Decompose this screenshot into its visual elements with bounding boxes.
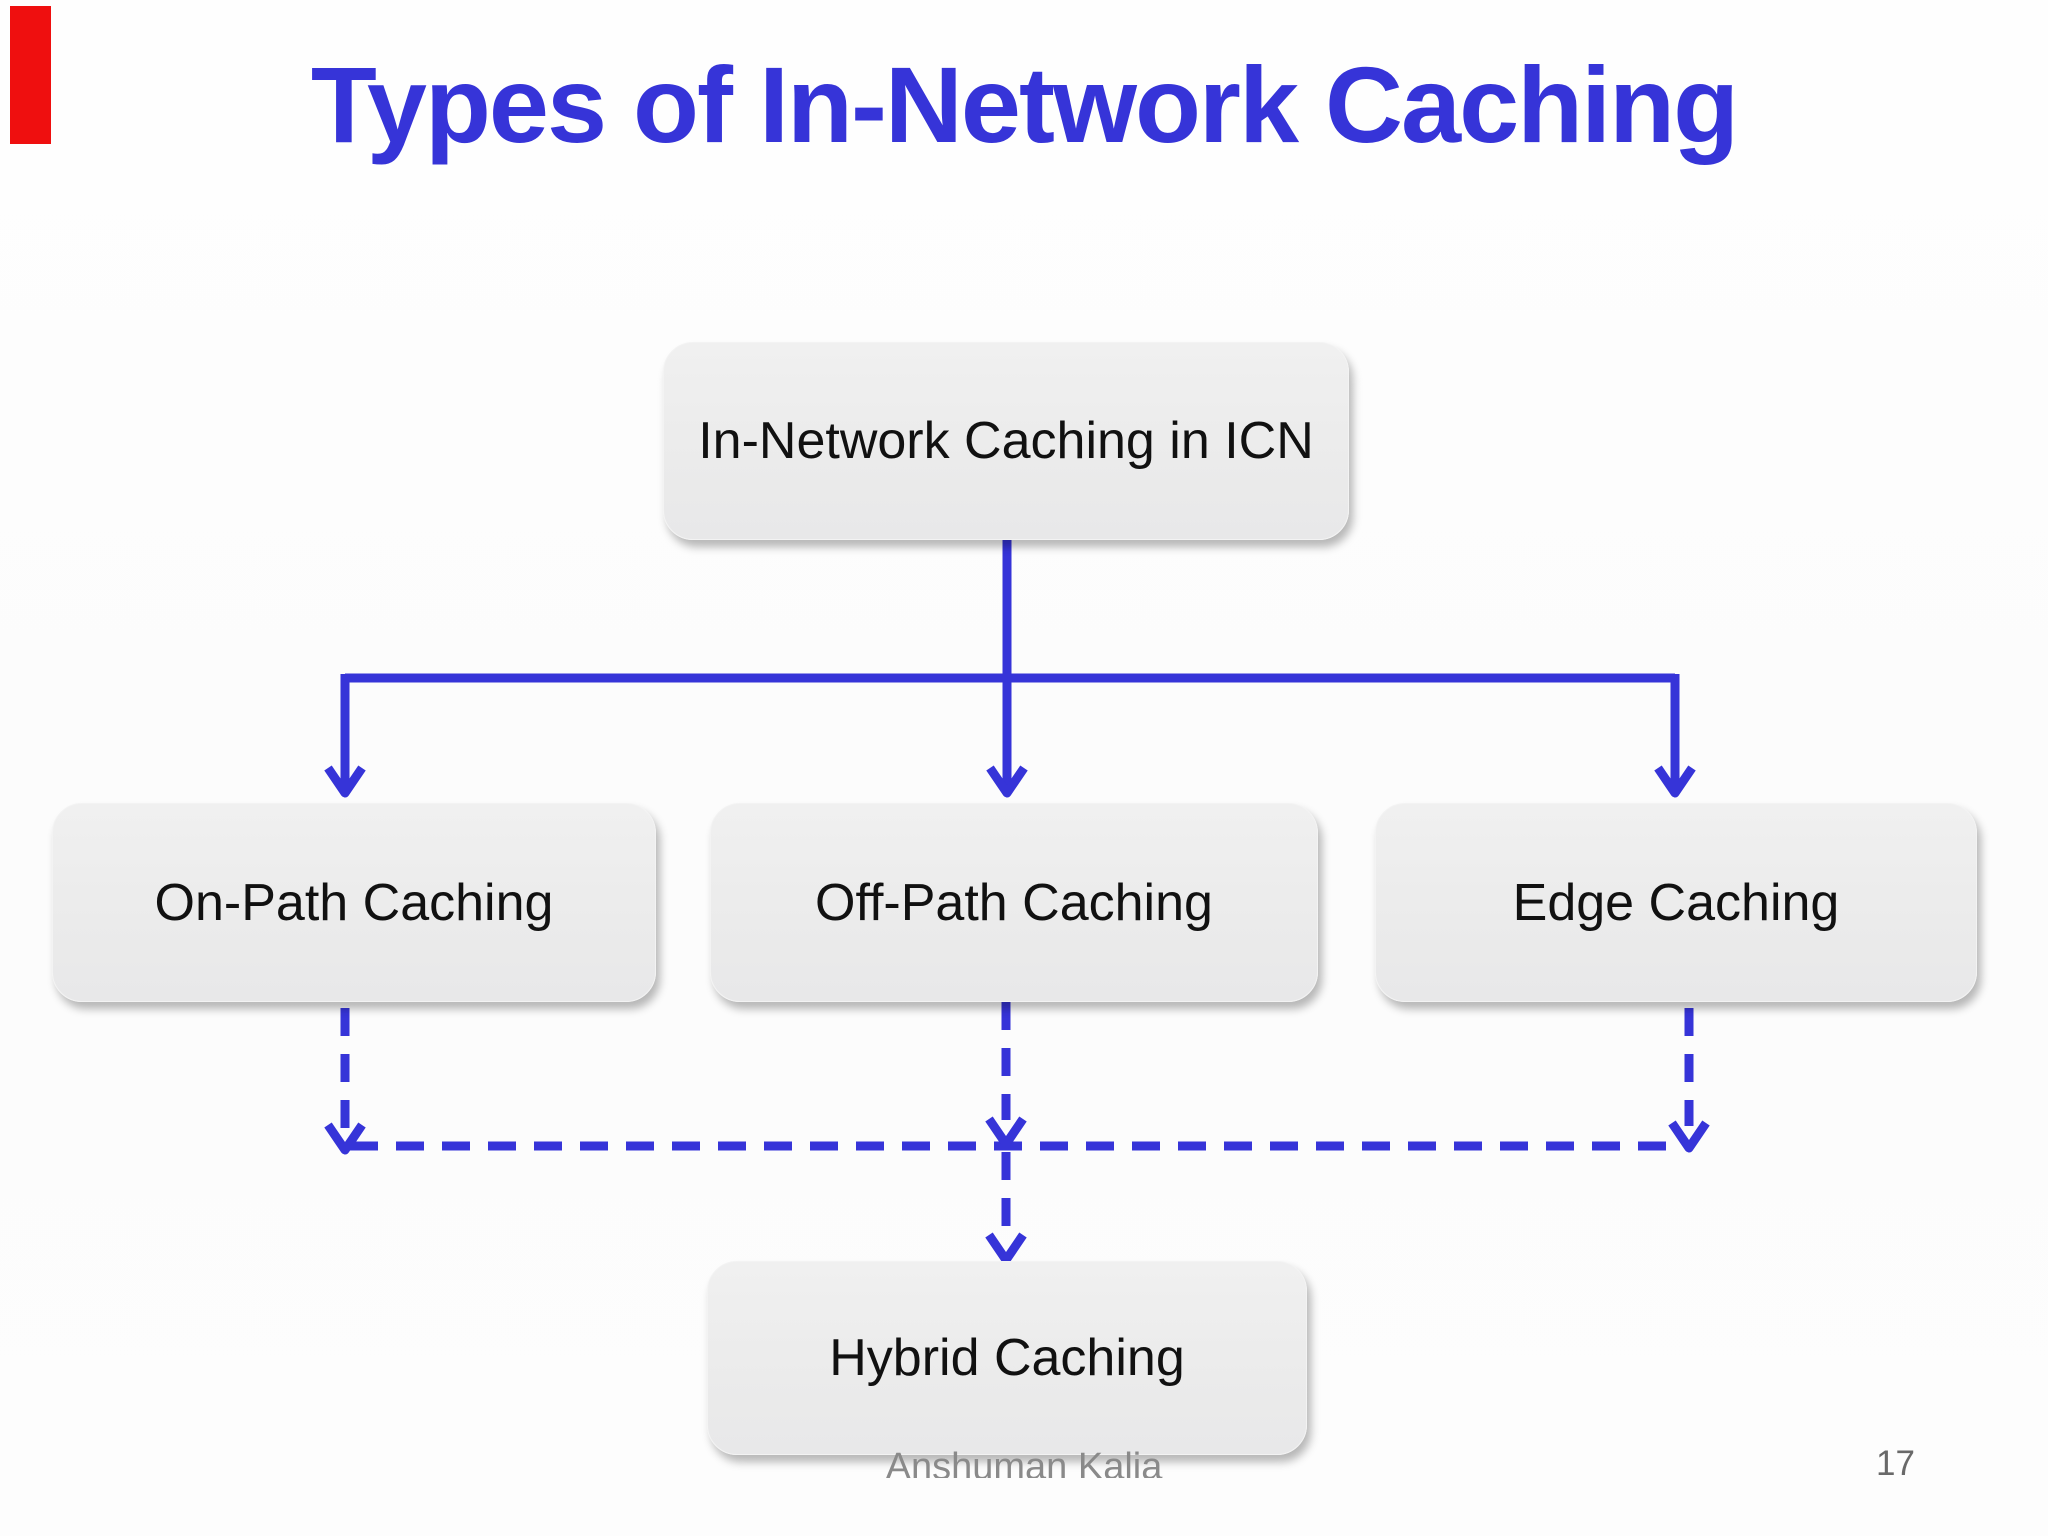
node-label: Hybrid Caching (829, 1329, 1185, 1387)
page-number: 17 (1876, 1444, 1915, 1483)
node-label: In-Network Caching in ICN (698, 412, 1314, 470)
node-off-path-caching: Off-Path Caching (710, 803, 1318, 1002)
footer: Anshuman Kalia (0, 1448, 2048, 1478)
dashed-arrowheads (324, 1116, 1710, 1265)
node-label: Edge Caching (1512, 873, 1840, 932)
footer-author: Anshuman Kalia (885, 1448, 1163, 1478)
node-in-network-caching-root: In-Network Caching in ICN (663, 342, 1349, 540)
red-marker (10, 6, 51, 144)
node-label: Off-Path Caching (815, 873, 1213, 932)
node-on-path-caching: On-Path Caching (52, 803, 656, 1002)
node-edge-caching: Edge Caching (1375, 803, 1977, 1002)
dashed-arrows (340, 1002, 1694, 1236)
node-label: On-Path Caching (154, 873, 554, 932)
slide-title: Types of In-Network Caching (310, 44, 1739, 165)
solid-arrows (324, 538, 1696, 798)
node-hybrid-caching: Hybrid Caching (707, 1261, 1307, 1455)
